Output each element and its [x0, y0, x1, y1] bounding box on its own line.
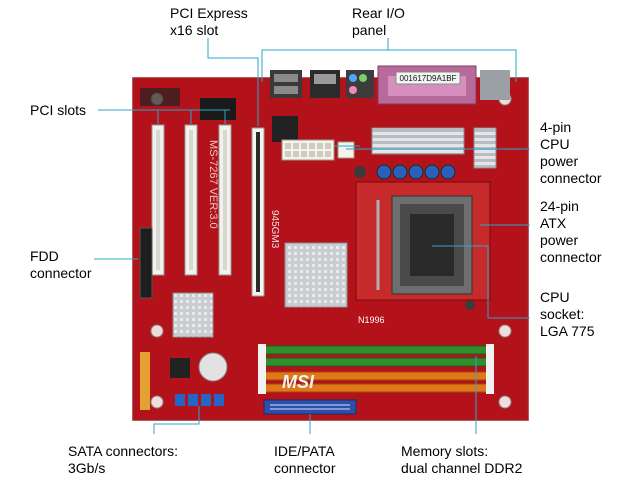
- model-silkscreen: MS-7267 VER:3.0: [207, 140, 219, 229]
- callout-lines: [94, 38, 530, 434]
- cpu-socket: [355, 181, 491, 301]
- memory-slots: [258, 344, 494, 394]
- pci-express-slot: [251, 127, 265, 297]
- cpu-4pin-connector: [337, 141, 355, 159]
- label-pci-express: PCI Express x16 slot: [170, 5, 248, 38]
- serial-sticker: [395, 71, 461, 85]
- vrm-heatsink: [371, 127, 465, 155]
- aux-heatsink: [473, 127, 497, 169]
- label-cpu-power: 4-pin CPU power connector: [540, 119, 602, 186]
- audio-chip: [170, 358, 190, 378]
- board-marking: N1996: [358, 315, 385, 325]
- northbridge-heatsink: [284, 242, 348, 308]
- msi-logo: MSI: [282, 372, 315, 392]
- label-pci-slots: PCI slots: [30, 102, 87, 118]
- bios-chip: [200, 98, 236, 120]
- fdd-connector: [139, 227, 153, 299]
- io-controller-chip: [272, 116, 298, 142]
- label-memory: Memory slots: dual channel DDR2: [401, 443, 523, 476]
- pci-slots: [151, 124, 232, 276]
- southbridge-heatsink: [172, 292, 214, 338]
- sata-connectors: [175, 394, 224, 406]
- label-ide: IDE/PATA connector: [274, 443, 336, 476]
- front-panel-header: [140, 352, 150, 410]
- cmos-battery: [198, 352, 228, 382]
- label-cpu-socket: CPU socket: LGA 775: [540, 289, 595, 339]
- label-fdd: FDD connector: [30, 248, 92, 281]
- chipset-silkscreen: 945GM3: [269, 210, 280, 249]
- serial-sticker-text: 001617D9A1BF: [400, 74, 457, 83]
- ide-connector: [263, 399, 357, 415]
- label-rear-io: Rear I/O panel: [352, 5, 405, 38]
- audio-header: [140, 88, 180, 106]
- label-atx-power: 24-pin ATX power connector: [540, 198, 602, 265]
- label-sata: SATA connectors: 3Gb/s: [68, 443, 178, 476]
